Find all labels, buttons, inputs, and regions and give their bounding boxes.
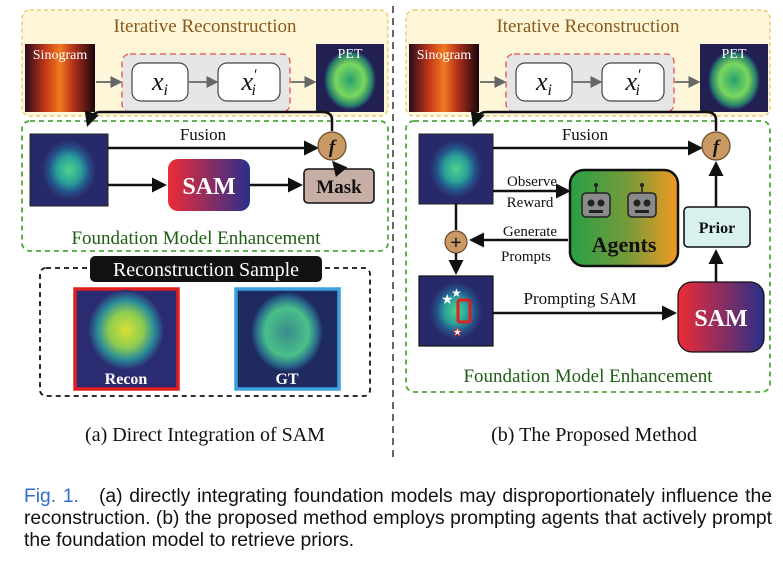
sinogram-image — [25, 44, 95, 112]
robot-icon — [627, 183, 657, 218]
reward-label: Reward — [507, 195, 554, 211]
prompt-star-icon: ★ — [452, 325, 463, 339]
figure-label: Fig. 1. — [24, 486, 79, 507]
panel-b: Iterative Reconstruction Sinogram xi x′i… — [405, 9, 771, 446]
robot-icon — [581, 183, 611, 218]
sam-block-b — [677, 281, 765, 353]
svg-text:PET: PET — [722, 47, 747, 62]
svg-text:Sinogram: Sinogram — [417, 48, 472, 63]
xi-box — [131, 62, 189, 102]
svg-text:Mask: Mask — [316, 177, 362, 198]
xi-prime-label-b: x′i — [624, 67, 641, 99]
prompt-box-icon — [456, 298, 472, 324]
prompts-label: Prompts — [501, 249, 551, 265]
figure-caption: Fig. 1. (a) directly integrating foundat… — [24, 486, 772, 552]
figure-caption-text: (a) directly integrating foundation mode… — [24, 486, 772, 551]
generate-label: Generate — [503, 224, 557, 240]
recon-label: Recon — [105, 371, 148, 388]
subcaption-a: (a) Direct Integration of SAM — [85, 424, 325, 446]
agents-label: Agents — [592, 232, 657, 257]
sinogram-label: Sinogram — [33, 48, 88, 63]
observe-label: Observe — [507, 174, 557, 190]
reconstruction-sample-title: Reconstruction Sample — [113, 259, 299, 281]
pet-label: PET — [338, 47, 363, 62]
fme-label: Foundation Model Enhancement — [71, 228, 321, 249]
prompting-sam-label: Prompting SAM — [524, 289, 637, 308]
xi-prime-label: x′i — [240, 67, 257, 99]
iterative-reconstruction-title-b: Iterative Reconstruction — [496, 16, 680, 37]
prompt-star-icon: ★ — [451, 286, 462, 300]
gt-label: GT — [275, 371, 298, 388]
fme-label-b: Foundation Model Enhancement — [463, 366, 713, 387]
xi-label: xi — [151, 67, 168, 99]
svg-text:f: f — [713, 137, 721, 158]
prompt-star-icon: ★ — [441, 293, 454, 308]
figure-diagram: Iterative Reconstruction Sinogram xi x′i… — [21, 6, 771, 462]
reconstruction-sample-title-bg — [90, 256, 322, 282]
iterative-reconstruction-title: Iterative Reconstruction — [113, 16, 297, 37]
fusion-label-b: Fusion — [562, 125, 609, 144]
xi-label-b: xi — [535, 67, 552, 99]
fusion-f-icon — [317, 131, 347, 161]
svg-text:f: f — [329, 137, 337, 158]
sinogram-image-b — [409, 44, 479, 112]
svg-text:+: + — [450, 232, 461, 254]
fusion-label: Fusion — [180, 125, 227, 144]
svg-text:Prior: Prior — [699, 220, 735, 237]
fusion-f-icon-b — [701, 131, 731, 161]
panel-a: Iterative Reconstruction Sinogram xi x′i… — [21, 9, 389, 446]
sam-block — [168, 159, 250, 211]
subcaption-b: (b) The Proposed Method — [491, 424, 697, 446]
svg-text:SAM: SAM — [182, 174, 235, 200]
svg-text:SAM: SAM — [694, 306, 747, 332]
